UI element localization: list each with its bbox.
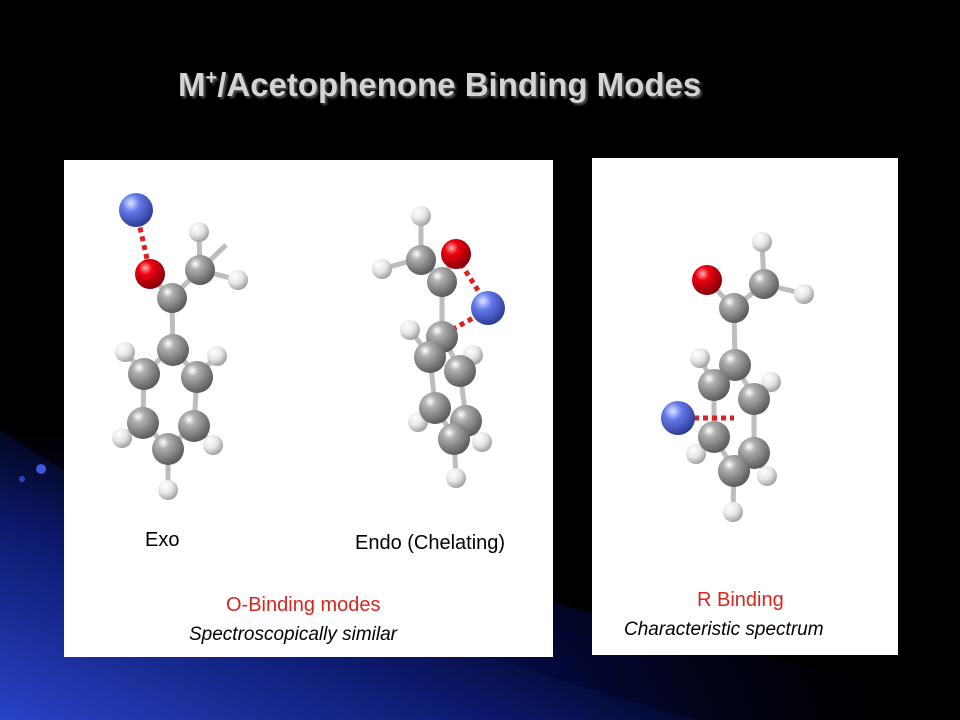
carbon-atom (698, 421, 730, 453)
carbon-atom (444, 355, 476, 387)
oxygen-atom (441, 239, 471, 269)
r-binding-note: Characteristic spectrum (624, 619, 824, 640)
r-binding-panel: R Binding Characteristic spectrum (592, 158, 898, 655)
carbon-atom (157, 283, 187, 313)
carbon-atom (738, 383, 770, 415)
title-main: M (178, 66, 206, 103)
hydrogen-atom (752, 232, 772, 252)
hydrogen-atom (757, 466, 777, 486)
carbon-atom (719, 349, 751, 381)
title-rest: /Acetophenone Binding Modes (217, 66, 702, 103)
hydrogen-atom (686, 444, 706, 464)
oxygen-atom (135, 259, 165, 289)
carbon-atom (718, 455, 750, 487)
hydrogen-atom (112, 428, 132, 448)
oxygen-atom (692, 265, 722, 295)
decorative-dot (36, 464, 46, 474)
hydrogen-atom (115, 342, 135, 362)
exo-atoms (112, 193, 248, 500)
carbon-atom (181, 361, 213, 393)
o-binding-molecules (112, 193, 505, 500)
endo-atoms (372, 206, 505, 488)
decorative-dot (19, 476, 25, 482)
hydrogen-atom (207, 346, 227, 366)
carbon-atom (185, 255, 215, 285)
carbon-atom (698, 369, 730, 401)
o-binding-note: Spectroscopically similar (189, 624, 398, 645)
r-binding-atoms (661, 232, 814, 522)
hydrogen-atom (228, 270, 248, 290)
o-binding-panel: Exo Endo (Chelating) O-Binding modes Spe… (64, 160, 553, 657)
hydrogen-atom (690, 348, 710, 368)
hydrogen-atom (203, 435, 223, 455)
metal-atom (119, 193, 153, 227)
hydrogen-atom (723, 502, 743, 522)
carbon-atom (157, 334, 189, 366)
carbon-atom (178, 410, 210, 442)
carbon-atom (414, 341, 446, 373)
hydrogen-atom (400, 320, 420, 340)
hydrogen-atom (372, 259, 392, 279)
exo-label: Exo (145, 529, 180, 551)
hydrogen-atom (761, 372, 781, 392)
r-binding-molecule-view (661, 232, 814, 522)
r-binding-label: R Binding (697, 589, 784, 611)
title-superscript: + (205, 67, 218, 89)
carbon-atom (406, 245, 436, 275)
hydrogen-atom (446, 468, 466, 488)
endo-label: Endo (Chelating) (355, 532, 506, 554)
hydrogen-atom (794, 284, 814, 304)
metal-atom (471, 291, 505, 325)
carbon-atom (128, 358, 160, 390)
slide-title: M+/Acetophenone Binding Modes (178, 66, 701, 104)
carbon-atom (438, 423, 470, 455)
hydrogen-atom (158, 480, 178, 500)
carbon-atom (419, 392, 451, 424)
carbon-atom (719, 293, 749, 323)
hydrogen-atom (189, 222, 209, 242)
carbon-atom (427, 267, 457, 297)
hydrogen-atom (411, 206, 431, 226)
carbon-atom (127, 407, 159, 439)
metal-atom (661, 401, 695, 435)
carbon-atom (152, 433, 184, 465)
carbon-atom (749, 269, 779, 299)
o-binding-label: O-Binding modes (226, 594, 381, 616)
hydrogen-atom (472, 432, 492, 452)
